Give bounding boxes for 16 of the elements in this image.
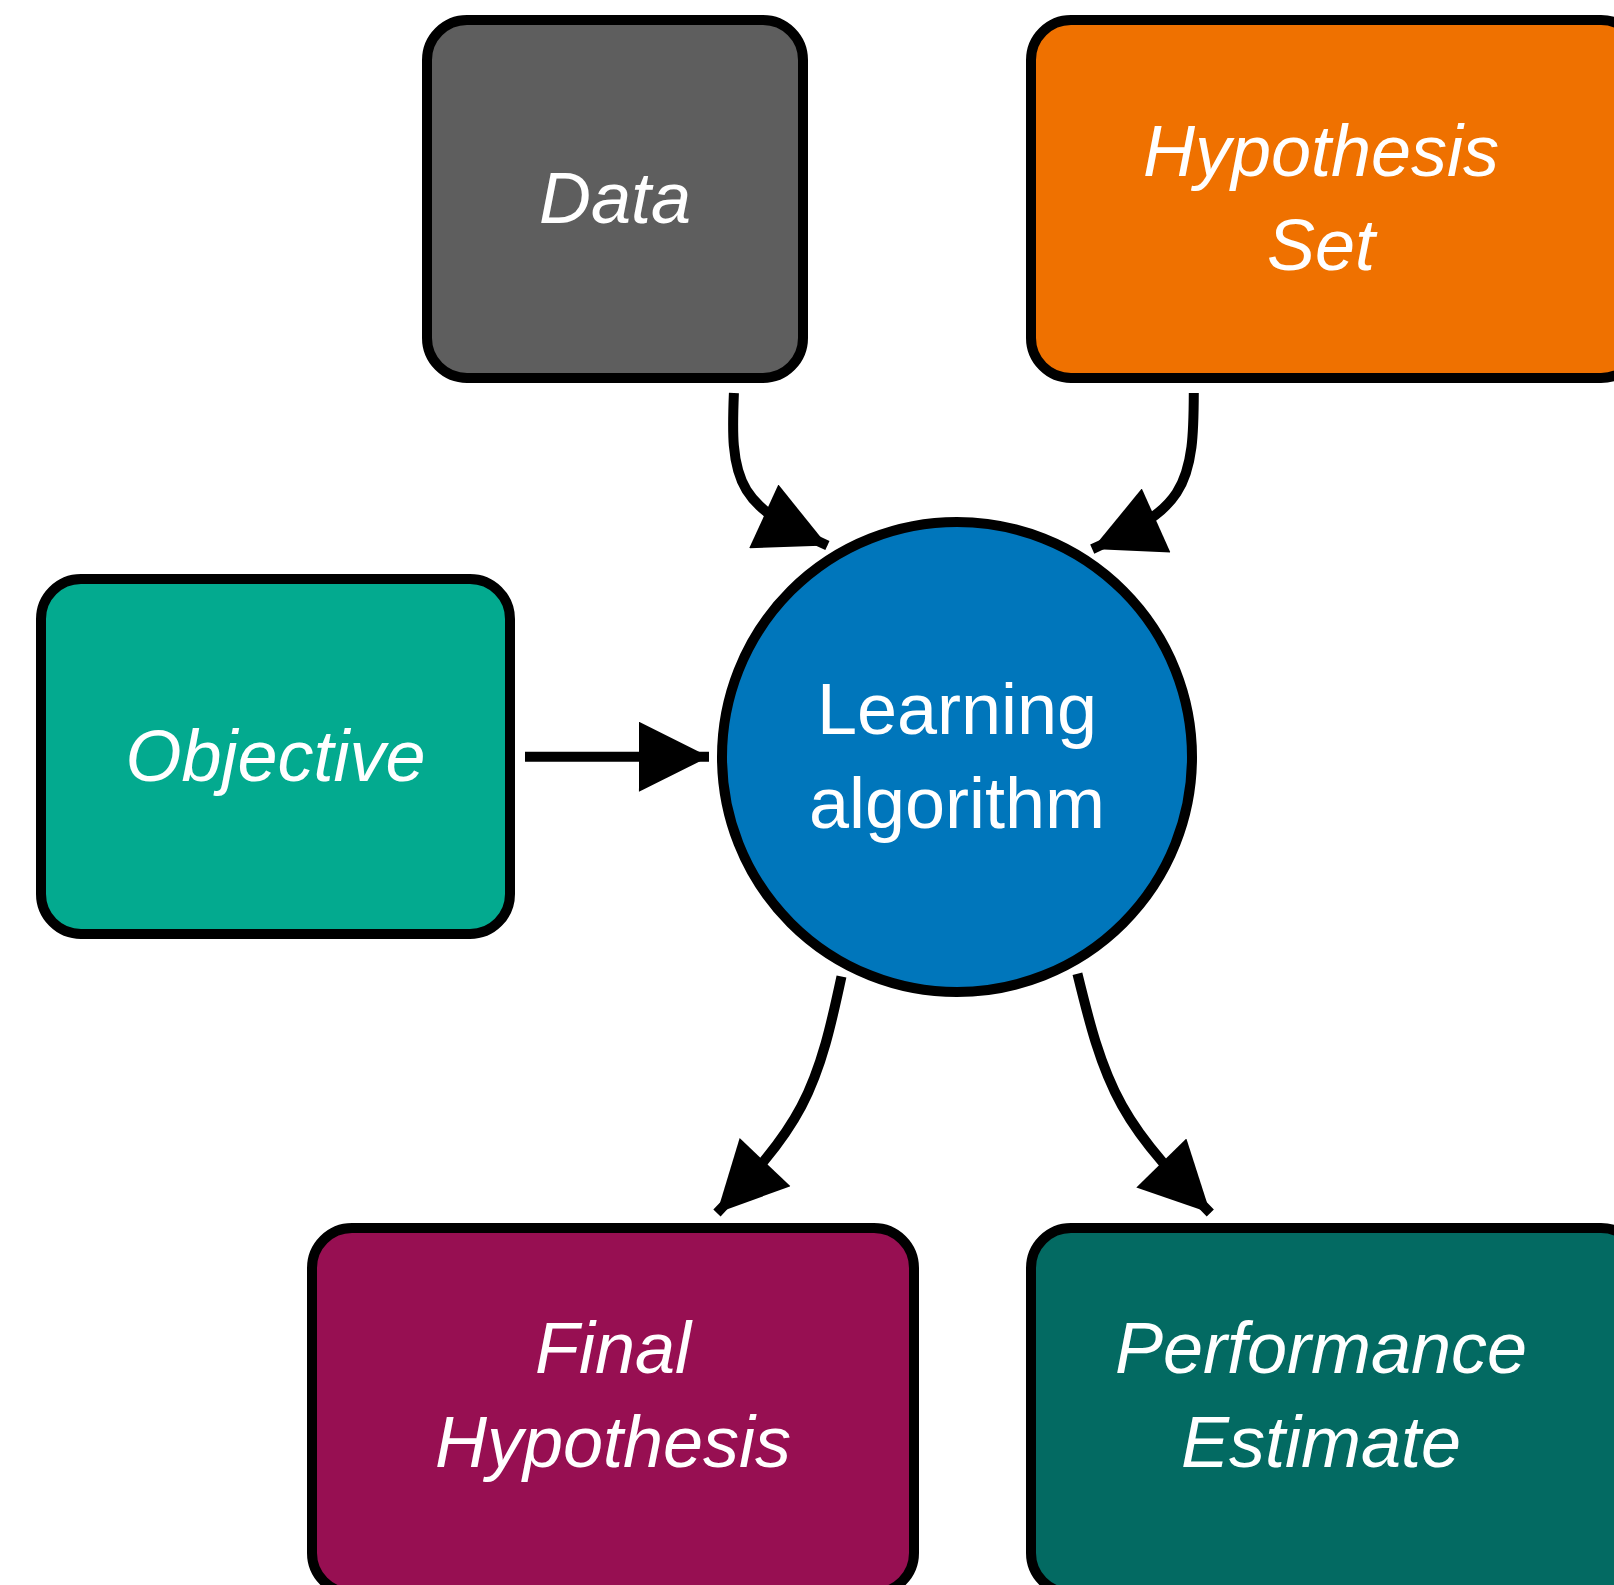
node-label: Learning algorithm xyxy=(807,668,1107,845)
arrow xyxy=(1090,392,1199,554)
node-label: Final Hypothesis xyxy=(433,1306,793,1484)
arrow xyxy=(525,721,709,792)
node-label: Hypothesis Set xyxy=(1141,110,1501,287)
process-box xyxy=(307,1223,919,1585)
node-label: Objective xyxy=(125,714,426,798)
arrow xyxy=(713,975,847,1217)
process-box xyxy=(1026,1223,1614,1585)
process-box xyxy=(36,574,515,939)
node-label: Data xyxy=(538,157,692,241)
process-box xyxy=(422,15,808,383)
arrow xyxy=(728,392,830,551)
arrow xyxy=(1072,972,1214,1217)
process-box xyxy=(1026,15,1614,383)
node-label: Performance Estimate xyxy=(1113,1306,1529,1484)
